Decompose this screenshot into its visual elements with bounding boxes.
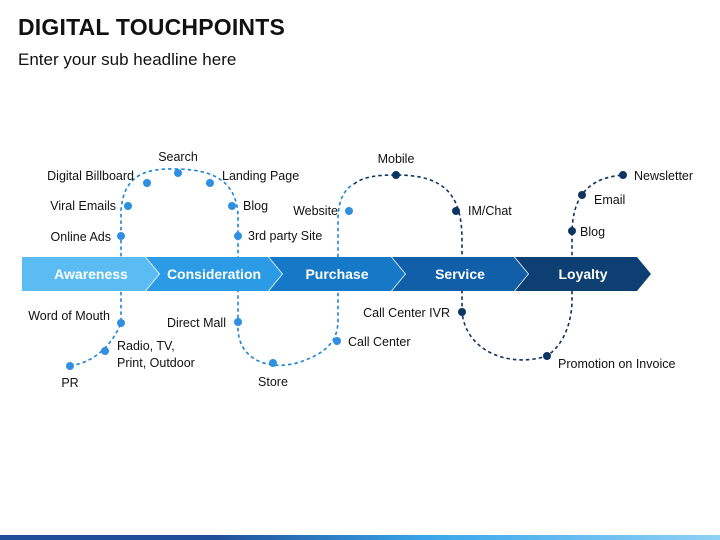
dot-digital-billboard: [143, 179, 151, 187]
label-mobile: Mobile: [378, 152, 415, 166]
journey-path-light: [69, 168, 355, 367]
dot-blog-loyalty: [568, 227, 576, 235]
label-email: Email: [594, 193, 625, 207]
stage-bar: Awareness Consideration Purchase Service…: [22, 257, 651, 291]
label-website: Website: [293, 204, 338, 218]
touchpoint-dots: [66, 169, 627, 370]
stage-awareness: Awareness: [22, 257, 159, 291]
stage-purchase-label: Purchase: [305, 266, 368, 282]
footer-accent-bar: [0, 535, 720, 540]
dot-mobile: [392, 171, 400, 179]
label-digital-billboard: Digital Billboard: [47, 169, 134, 183]
stage-consideration: Consideration: [146, 257, 282, 291]
label-radio-tv: Radio, TV,: [117, 339, 175, 353]
dot-call-center: [333, 337, 341, 345]
stage-purchase: Purchase: [269, 257, 405, 291]
dot-direct-mall: [234, 318, 242, 326]
dot-newsletter: [619, 171, 627, 179]
dot-word-of-mouth: [117, 319, 125, 327]
dot-email: [578, 191, 586, 199]
stage-consideration-label: Consideration: [167, 266, 261, 282]
stage-awareness-label: Awareness: [54, 266, 128, 282]
stage-loyalty-arrow: [515, 257, 651, 291]
dot-blog-consideration: [228, 202, 236, 210]
stage-loyalty: Loyalty: [515, 257, 651, 291]
stage-purchase-arrow: [269, 257, 405, 291]
label-store: Store: [258, 375, 288, 389]
stage-service: Service: [392, 257, 528, 291]
stage-service-label: Service: [435, 266, 485, 282]
dot-radio-tv: [101, 347, 109, 355]
label-viral-emails: Viral Emails: [50, 199, 116, 213]
dot-store: [269, 359, 277, 367]
page-subtitle: Enter your sub headline here: [18, 50, 237, 69]
dot-landing-page: [206, 179, 214, 187]
label-blog-consideration: Blog: [243, 199, 268, 213]
label-landing-page: Landing Page: [222, 169, 299, 183]
label-promotion-on-invoice: Promotion on Invoice: [558, 357, 675, 371]
dot-promotion-on-invoice: [543, 352, 551, 360]
label-newsletter: Newsletter: [634, 169, 693, 183]
label-pr: PR: [61, 376, 78, 390]
stage-awareness-arrow: [22, 257, 159, 291]
dot-website: [345, 207, 353, 215]
label-blog-loyalty: Blog: [580, 225, 605, 239]
stage-consideration-arrow: [146, 257, 282, 291]
stage-loyalty-label: Loyalty: [558, 266, 607, 282]
label-call-center: Call Center: [348, 335, 411, 349]
dot-online-ads: [117, 232, 125, 240]
dot-3rd-party-site: [234, 232, 242, 240]
touchpoint-labels: PR Radio, TV, Print, Outdoor Word of Mou…: [28, 150, 693, 390]
label-3rd-party-site: 3rd party Site: [248, 229, 322, 243]
page-title: DIGITAL TOUCHPOINTS: [18, 14, 286, 40]
dot-call-center-ivr: [458, 308, 466, 316]
dot-viral-emails: [124, 202, 132, 210]
dot-pr: [66, 362, 74, 370]
stage-service-arrow: [392, 257, 528, 291]
label-call-center-ivr: Call Center IVR: [363, 306, 450, 320]
label-word-of-mouth: Word of Mouth: [28, 309, 110, 323]
label-search: Search: [158, 150, 198, 164]
label-print-outdoor: Print, Outdoor: [117, 356, 195, 370]
dot-im-chat: [452, 207, 460, 215]
label-im-chat: IM/Chat: [468, 204, 512, 218]
label-direct-mall: Direct Mall: [167, 316, 226, 330]
dot-search: [174, 169, 182, 177]
label-online-ads: Online Ads: [51, 230, 111, 244]
